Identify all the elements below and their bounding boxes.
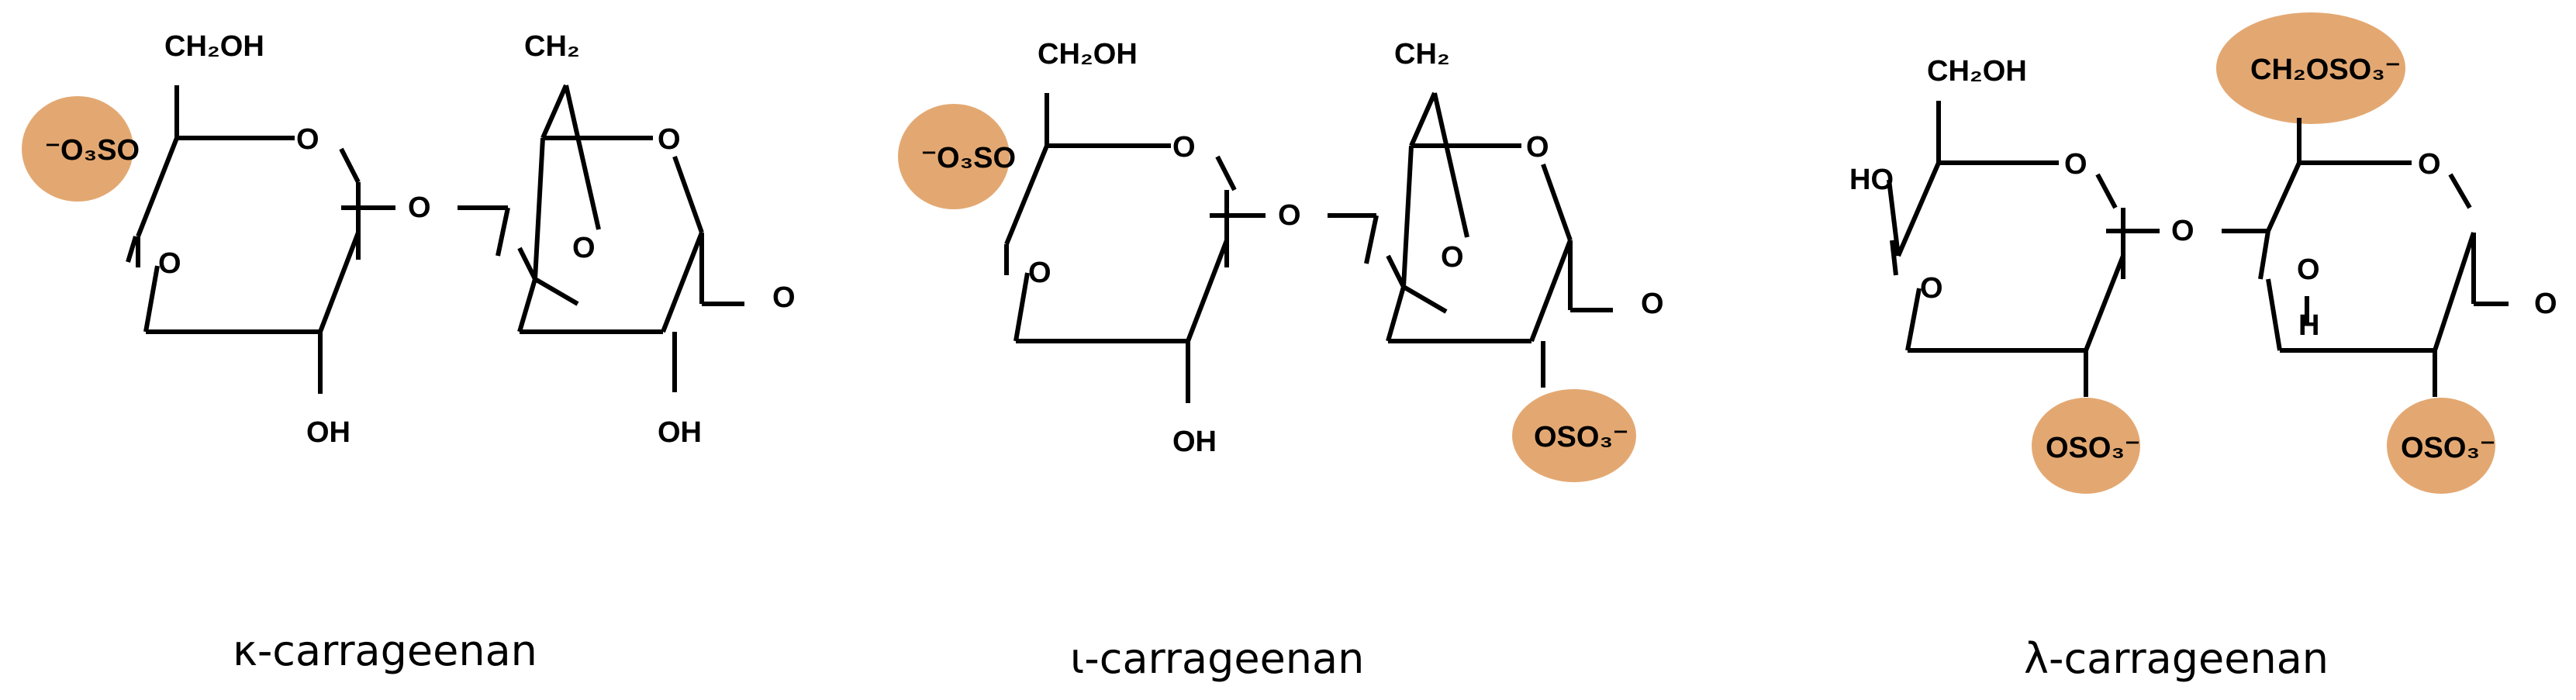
lambda-sulfate-bottom1-label: OSO₃⁻ <box>2046 432 2140 464</box>
kappa-sulfate-left-highlight <box>22 96 133 202</box>
iota-ch2oh-label: CH₂OH <box>1038 38 1138 71</box>
lambda-oxygen-mid: O <box>2297 253 2320 286</box>
iota-sulfate-bottom-right-label: OSO₃⁻ <box>1534 421 1628 453</box>
lambda-ch2oh-label: CH₂OH <box>1927 55 2027 88</box>
iota-bonds <box>1004 91 1613 403</box>
kappa-ring2-oxygen: O <box>658 123 681 156</box>
kappa-chain-oxygen: O <box>772 281 796 314</box>
lambda-ring-oxygen-left: O <box>1920 272 1943 305</box>
iota-oh-bottom1: OH <box>1172 426 1217 458</box>
iota-sulfate-left-highlight <box>898 104 1010 209</box>
lambda-sulfate-bottom2-highlight <box>2387 398 2495 494</box>
lambda-ring2-oxygen: O <box>2418 148 2441 181</box>
iota-bridge-oxygen: O <box>1278 199 1301 232</box>
lambda-ring1-oxygen: O <box>2064 148 2087 181</box>
iota-sulfate-bottom-right-highlight <box>1512 389 1636 482</box>
kappa-sulfate-left-label: ⁻O₃SO <box>45 134 140 167</box>
iota-chain-oxygen: O <box>1641 288 1664 320</box>
kappa-ring1-oxygen: O <box>296 123 319 156</box>
iota-caption: ι-carrageenan <box>1070 634 1364 683</box>
kappa-ch2oh-label: CH₂OH <box>164 30 264 63</box>
iota-ring2-oxygen: O <box>1526 131 1549 164</box>
iota-ring-oxygen-left: O <box>1028 257 1051 289</box>
lambda-sulfate-bottom1-highlight <box>2032 398 2140 494</box>
lambda-chain-oxygen: O <box>2534 288 2557 320</box>
lambda-carrageenan-structure: CH₂OH O HO O O CH₂OSO₃⁻ O O H O OSO₃⁻ OS… <box>1849 12 2557 683</box>
iota-carrageenan-structure: CH₂OH O ⁻O₃SO O O OH CH₂ O O OSO₃⁻ O ι-c… <box>898 38 1664 683</box>
iota-anhydro-oxygen: O <box>1441 241 1464 274</box>
iota-ring1-oxygen: O <box>1172 131 1196 164</box>
lambda-bonds <box>1887 101 2509 397</box>
lambda-hydrogen-mid: H <box>2298 309 2319 342</box>
kappa-oh-bottom1: OH <box>306 416 350 449</box>
lambda-bridge-oxygen: O <box>2171 215 2194 247</box>
lambda-caption: λ-carrageenan <box>2024 634 2329 683</box>
kappa-bridge-oxygen: O <box>408 191 431 224</box>
kappa-ring-oxygen-left: O <box>158 247 181 280</box>
kappa-caption: κ-carrageenan <box>233 626 537 675</box>
lambda-ho-label: HO <box>1849 164 1894 196</box>
iota-sulfate-left-label: ⁻O₃SO <box>921 142 1016 174</box>
lambda-sulfate-top-highlight <box>2216 12 2405 124</box>
kappa-bonds <box>126 84 744 394</box>
kappa-anhydro-oxygen: O <box>572 232 596 264</box>
kappa-carrageenan-structure: CH₂OH O ⁻O₃SO O O OH CH₂ O O OH O κ-carr… <box>22 30 796 675</box>
iota-ch2-label: CH₂ <box>1394 38 1450 71</box>
kappa-oh-bottom2: OH <box>658 416 702 449</box>
kappa-ch2-label: CH₂ <box>524 30 580 63</box>
lambda-sulfate-top-label: CH₂OSO₃⁻ <box>2250 53 2401 86</box>
lambda-sulfate-bottom2-label: OSO₃⁻ <box>2401 432 2495 464</box>
